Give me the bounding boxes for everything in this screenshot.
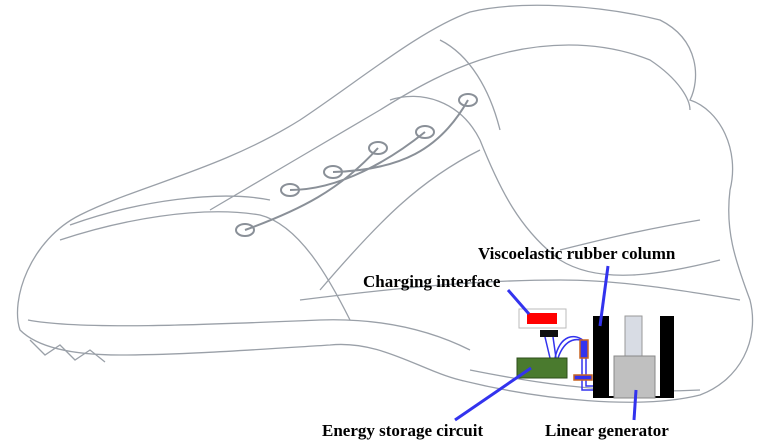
shoe-eyelets: [235, 93, 478, 237]
pointer-charging: [506, 289, 531, 315]
pointer-rubber: [598, 265, 610, 327]
label-viscoelastic-rubber-column: Viscoelastic rubber column: [478, 244, 676, 263]
label-linear-generator: Linear generator: [545, 421, 669, 440]
label-energy-storage-circuit: Energy storage circuit: [322, 421, 484, 440]
pointer-lines: [454, 265, 638, 422]
charging-connector: [540, 330, 558, 337]
shoe-outline: [16, 4, 754, 403]
charging-port: [527, 313, 557, 324]
pointer-generator: [632, 389, 638, 421]
label-charging-interface: Charging interface: [363, 272, 501, 291]
energy-storage-board: [516, 357, 568, 379]
generator-slider: [624, 315, 643, 357]
generator-terminal: [573, 374, 593, 381]
generator-lead: [579, 339, 589, 359]
pointer-circuit: [454, 366, 532, 422]
